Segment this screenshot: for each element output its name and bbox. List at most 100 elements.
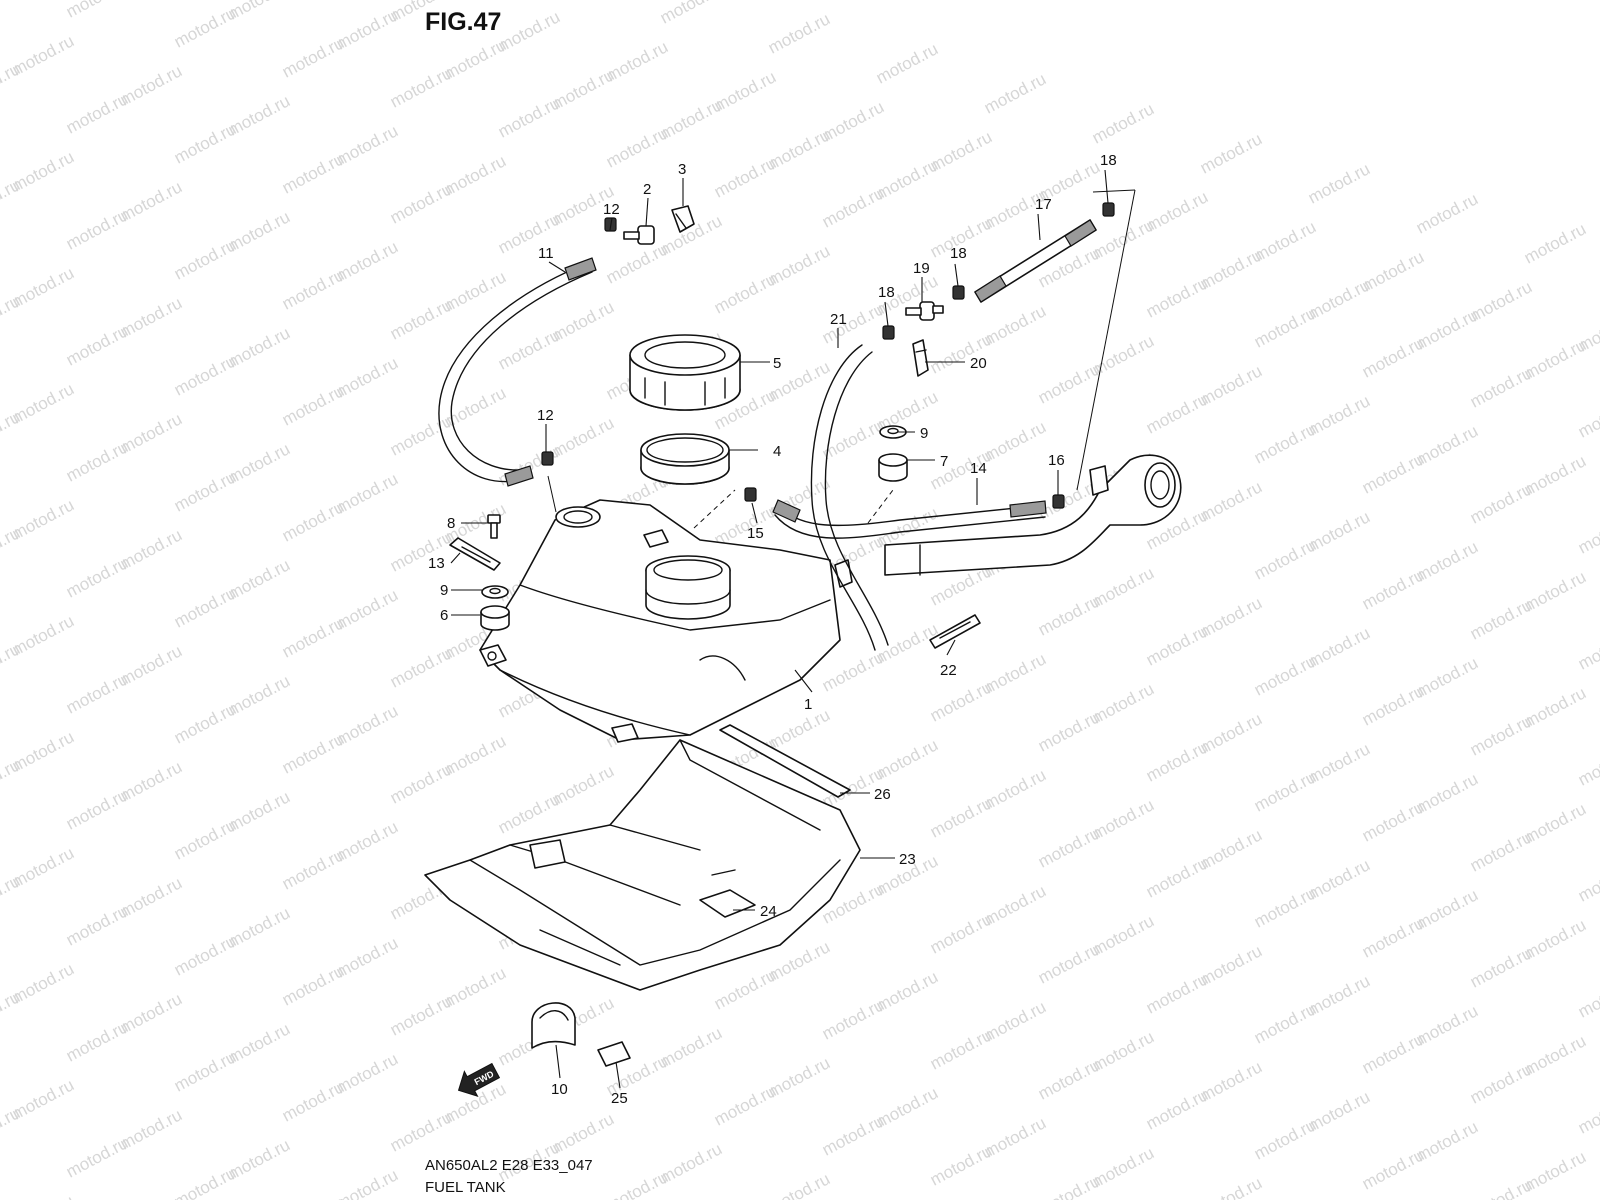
watermark-text: motod.ru bbox=[9, 1191, 77, 1200]
bolt-8 bbox=[487, 514, 501, 539]
watermark-text: motod.ru bbox=[279, 845, 347, 893]
watermark-text: motod.ru bbox=[387, 991, 455, 1039]
callout-6: 6 bbox=[440, 607, 448, 624]
watermark-text: motod.ru bbox=[387, 179, 455, 227]
watermark-text: motod.ru bbox=[1143, 969, 1211, 1017]
watermark-text: motod.ru bbox=[1035, 1055, 1103, 1103]
callout-3: 3 bbox=[678, 161, 686, 178]
watermark-text: motod.ru bbox=[1251, 1115, 1319, 1163]
cushion-7 bbox=[878, 453, 908, 482]
lock-ring-5 bbox=[629, 334, 741, 411]
callout-11: 11 bbox=[538, 245, 554, 262]
watermark-text: motod.ru bbox=[387, 527, 455, 575]
watermark-text: motod.ru bbox=[171, 1163, 239, 1200]
fuel-tank-1 bbox=[479, 499, 853, 743]
watermark-text: motod.ru bbox=[1251, 883, 1319, 931]
watermark-text: motod.ru bbox=[711, 153, 779, 201]
watermark-text: motod.ru bbox=[1143, 273, 1211, 321]
watermark-text: motod.ru bbox=[819, 183, 887, 231]
watermark-text: motod.ru bbox=[1467, 943, 1535, 991]
watermark-text: motod.ru bbox=[1251, 767, 1319, 815]
watermark-text: motod.ru bbox=[1467, 363, 1535, 411]
watermark-text: motod.ru bbox=[495, 93, 563, 141]
watermark-text: motod.ru bbox=[279, 961, 347, 1009]
watermark-text: motod.ru bbox=[387, 63, 455, 111]
watermark-text: motod.ru bbox=[63, 89, 131, 137]
model-code: AN650AL2 E28 E33_047 bbox=[425, 1157, 593, 1174]
callout-9-right: 9 bbox=[920, 425, 928, 442]
callout-12-top: 12 bbox=[603, 201, 620, 218]
callout-2: 2 bbox=[643, 181, 651, 198]
hose-clamp-18-a bbox=[882, 325, 895, 340]
watermark-text: motod.ru bbox=[63, 205, 131, 253]
watermark-text: motod.ru bbox=[171, 815, 239, 863]
watermark-text: motod.ru bbox=[171, 931, 239, 979]
callout-23: 23 bbox=[899, 851, 916, 868]
watermark-text: motod.ru bbox=[1035, 823, 1103, 871]
watermark-text: motod.ru bbox=[279, 1193, 347, 1200]
watermark-text: motod.ru bbox=[171, 235, 239, 283]
watermark-text: motod.ru bbox=[387, 643, 455, 691]
watermark-text: motod.ru bbox=[1143, 389, 1211, 437]
watermark-text: motod.ru bbox=[1143, 1085, 1211, 1133]
watermark-text: motod.ru bbox=[1143, 621, 1211, 669]
callout-18-left: 18 bbox=[878, 284, 895, 301]
watermark-text: motod.ru bbox=[1035, 591, 1103, 639]
tray-23 bbox=[424, 739, 861, 991]
watermark-text: motod.ru bbox=[603, 1167, 671, 1200]
watermark-text: motod.ru bbox=[279, 1077, 347, 1125]
callout-leaders bbox=[450, 169, 1109, 1089]
figure-title: FIG.47 bbox=[425, 8, 501, 36]
watermark-text: motod.ru bbox=[711, 1081, 779, 1129]
strap-13 bbox=[449, 537, 501, 571]
watermark-text: motod.ru bbox=[279, 33, 347, 81]
callout-18-top: 18 bbox=[1100, 152, 1117, 169]
watermark-text: motod.ru bbox=[171, 467, 239, 515]
watermark-text: motod.ru bbox=[495, 325, 563, 373]
watermark-text: motod.ru bbox=[63, 901, 131, 949]
watermark-text: motod.ru bbox=[1575, 625, 1600, 673]
watermark-text: motod.ru bbox=[1143, 737, 1211, 785]
watermark-text: motod.ru bbox=[1035, 707, 1103, 755]
watermark-text: motod.ru bbox=[1251, 419, 1319, 467]
watermark-text: motod.ru bbox=[819, 995, 887, 1043]
hose-clamp-12-lower bbox=[541, 451, 554, 466]
callout-1: 1 bbox=[804, 696, 812, 713]
watermark-text: motod.ru bbox=[765, 1169, 833, 1200]
fuel-hose-11 bbox=[438, 257, 597, 487]
callout-20: 20 bbox=[970, 355, 987, 372]
callout-19: 19 bbox=[913, 260, 930, 277]
watermark-text: motod.ru bbox=[279, 265, 347, 313]
watermark-text: motod.ru bbox=[495, 789, 563, 837]
watermark-text: motod.ru bbox=[1251, 651, 1319, 699]
watermark-text: motod.ru bbox=[1359, 1029, 1427, 1077]
watermark-text: motod.ru bbox=[1251, 535, 1319, 583]
callout-labels: 1 2 3 4 5 6 7 8 9 9 10 11 12 12 13 14 15… bbox=[428, 152, 1117, 1107]
watermark-text: motod.ru bbox=[63, 321, 131, 369]
pad-26 bbox=[719, 724, 851, 798]
watermark-text: motod.ru bbox=[1359, 797, 1427, 845]
watermark-text: motod.ru bbox=[927, 1141, 995, 1189]
watermark-text: motod.ru bbox=[927, 677, 995, 725]
watermark-text: motod.ru bbox=[765, 9, 833, 57]
watermark-text: motod.ru bbox=[1575, 393, 1600, 441]
callout-17: 17 bbox=[1035, 196, 1052, 213]
watermark-text: motod.ru bbox=[981, 69, 1049, 117]
watermark-text: motod.ru bbox=[1575, 1089, 1600, 1137]
watermark-text: motod.ru bbox=[927, 793, 995, 841]
clip-20 bbox=[912, 339, 929, 377]
watermark-text: motod.ru bbox=[1143, 853, 1211, 901]
hose-17 bbox=[974, 219, 1097, 303]
bracket-3 bbox=[671, 205, 695, 233]
callout-21: 21 bbox=[830, 311, 847, 328]
strap-22 bbox=[929, 614, 981, 649]
watermark-text: motod.ru bbox=[1305, 159, 1373, 207]
watermark-text: motod.ru bbox=[1413, 189, 1481, 237]
watermark-text: motod.ru bbox=[1467, 1175, 1535, 1200]
watermark-text: motod.ru bbox=[171, 1047, 239, 1095]
watermark-text: motod.ru bbox=[63, 437, 131, 485]
watermark-text: motod.ru bbox=[171, 583, 239, 631]
callout-5: 5 bbox=[773, 355, 781, 372]
watermark-text: motod.ru bbox=[1575, 509, 1600, 557]
